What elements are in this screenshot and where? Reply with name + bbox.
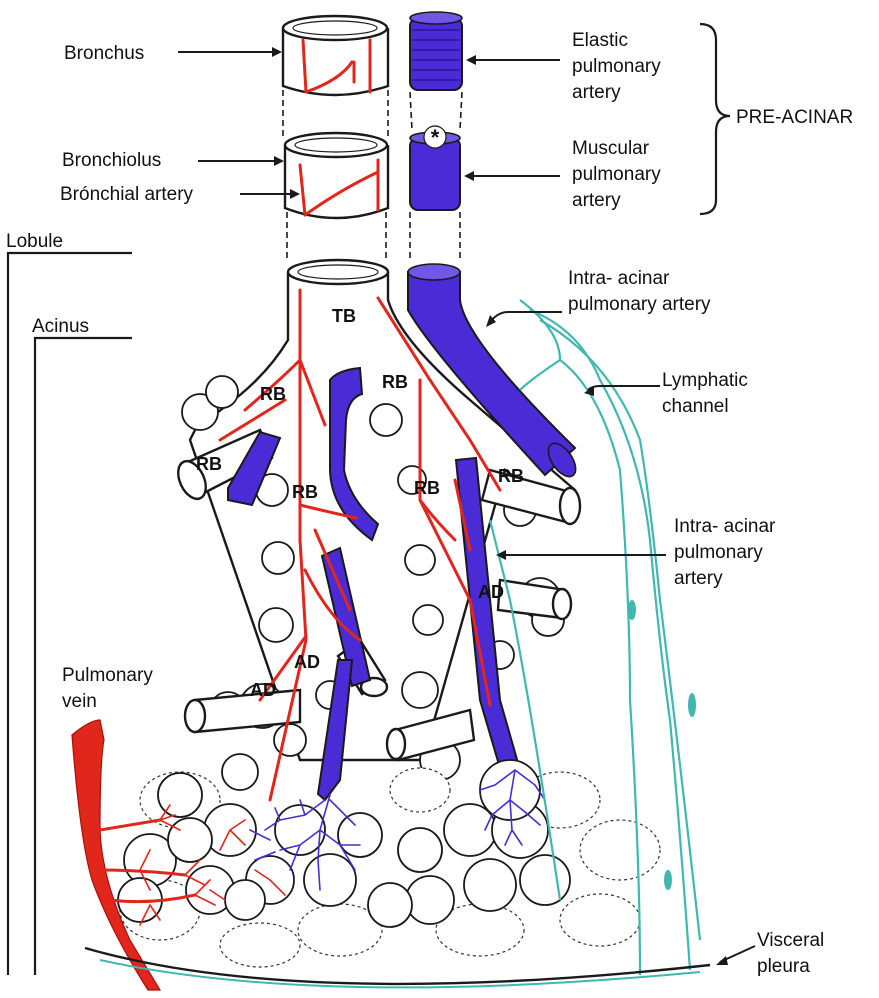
- bronchus-label: Bronchus: [64, 43, 144, 64]
- bronchus-segment: [283, 16, 388, 95]
- ad-label-2: AD: [294, 652, 320, 672]
- visceral-pleura-line1: Visceral: [757, 930, 824, 951]
- lymphatic-line2: channel: [662, 396, 729, 417]
- elastic-artery-line3: artery: [572, 82, 621, 103]
- pre-acinar-brace: [700, 24, 730, 214]
- intra-acinar-mid-line3: artery: [674, 568, 723, 589]
- rb-label-1: RB: [260, 384, 286, 404]
- elastic-pulmonary-artery: [410, 12, 462, 90]
- bronchial-artery-label: Brónchial artery: [60, 184, 194, 205]
- elastic-artery-line2: pulmonary: [572, 56, 661, 77]
- intra-acinar-top-line1: Intra- acinar: [568, 268, 670, 289]
- pre-acinar-label: PRE-ACINAR: [736, 107, 853, 128]
- muscular-artery-line2: pulmonary: [572, 164, 661, 185]
- asterisk-mark: *: [431, 125, 440, 150]
- rb-label-2: RB: [382, 372, 408, 392]
- bronchiolus-segment: [285, 133, 388, 218]
- lobule-bracket: [8, 253, 132, 975]
- acinus-label: Acinus: [32, 316, 89, 337]
- acinus-bracket: [35, 338, 132, 975]
- muscular-artery-line1: Muscular: [572, 138, 650, 159]
- visceral-pleura-line2: pleura: [757, 956, 810, 977]
- muscular-pulmonary-artery: *: [410, 125, 460, 210]
- pulmonary-vein-line2: vein: [62, 691, 97, 712]
- intra-acinar-mid-line1: Intra- acinar: [674, 516, 776, 537]
- alveolar-sacs-bottom: [118, 760, 660, 967]
- ad-label-3: AD: [250, 680, 276, 700]
- rb-label-3: RB: [196, 454, 222, 474]
- bronchiolus-label: Bronchiolus: [62, 150, 161, 171]
- tb-label: TB: [332, 306, 356, 326]
- rb-label-6: RB: [498, 466, 524, 486]
- rb-label-5: RB: [414, 478, 440, 498]
- visceral-pleura: [85, 948, 710, 987]
- elastic-artery-line1: Elastic: [572, 30, 628, 51]
- lymphatic-line1: Lymphatic: [662, 370, 748, 391]
- ad-label-1: AD: [478, 582, 504, 602]
- pulmonary-vein-line1: Pulmonary: [62, 665, 153, 686]
- intra-acinar-top-line2: pulmonary artery: [568, 294, 711, 315]
- rb-label-4: RB: [292, 482, 318, 502]
- intra-acinar-mid-line2: pulmonary: [674, 542, 763, 563]
- muscular-artery-line3: artery: [572, 190, 621, 211]
- lobule-label: Lobule: [6, 231, 63, 252]
